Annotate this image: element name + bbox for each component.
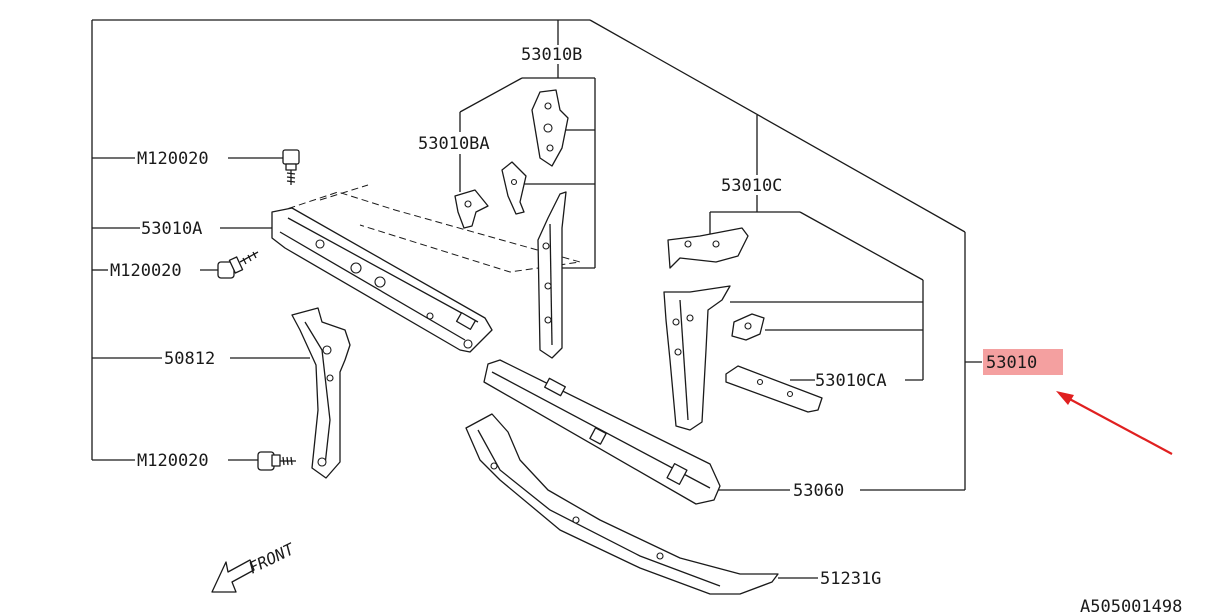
label-51231g[interactable]: 51231G [820,569,881,589]
label-53010[interactable]: 53010 [986,353,1037,373]
pointer-arrow-icon [1056,391,1173,455]
front-label: FRONT [245,539,298,578]
side-support-50812 [291,307,351,479]
label-m120020-bottom[interactable]: M120020 [137,451,209,471]
undercover-51231g [465,413,779,595]
label-53010ba[interactable]: 53010BA [418,134,490,154]
bracket-53010ba [454,161,527,229]
bracket-small-right [731,313,765,341]
front-arrow-icon [211,559,255,593]
bolt-bottom-icon [257,451,296,471]
bracket-53010ca [725,365,823,413]
label-53010a[interactable]: 53010A [141,219,202,239]
bolt-mid-icon [217,251,259,279]
pillar-right [663,285,731,431]
leader-lines [91,19,982,579]
bolt-top-icon [282,149,300,185]
bracket-53010c [667,227,749,269]
label-53010ca[interactable]: 53010CA [815,371,887,391]
upper-panel-53010a [271,184,581,353]
bracket-53010b [531,89,569,167]
highlight-box [983,349,1063,375]
label-m120020-mid[interactable]: M120020 [110,261,182,281]
label-53010c[interactable]: 53010C [721,176,782,196]
lower-member-53060 [483,359,721,505]
label-50812[interactable]: 50812 [164,349,215,369]
label-53010b[interactable]: 53010B [521,45,582,65]
diagram-code: A505001498 [1080,597,1182,615]
label-53060[interactable]: 53060 [793,481,844,501]
pillar-53010b [537,191,567,359]
label-m120020-top[interactable]: M120020 [137,149,209,169]
